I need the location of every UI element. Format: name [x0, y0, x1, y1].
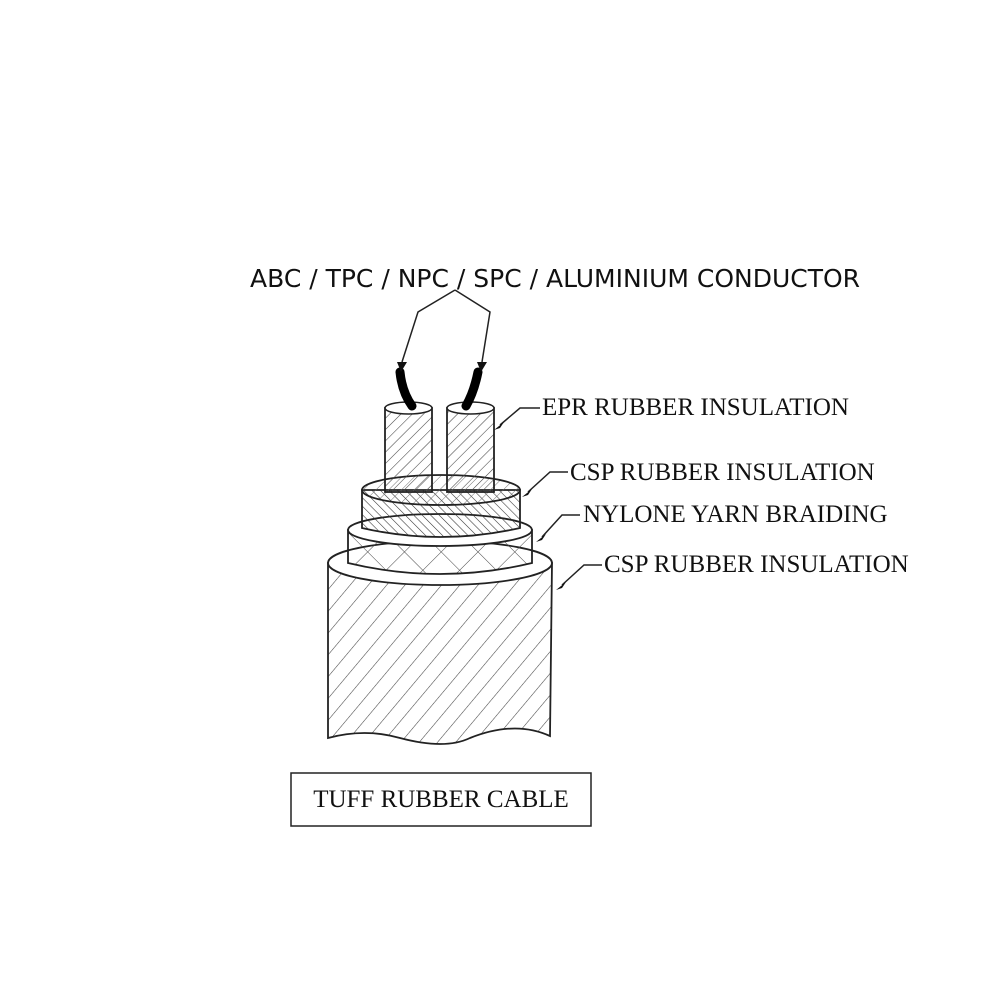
title-box: TUFF RUBBER CABLE — [290, 772, 592, 827]
csp-inner-leader — [522, 471, 568, 497]
label-csp-insulation-inner: CSP RUBBER INSULATION — [570, 459, 875, 486]
braiding-leader — [536, 514, 580, 542]
core-left — [384, 367, 433, 493]
epr-leader — [494, 407, 540, 430]
conductor-leader — [397, 289, 491, 372]
label-epr-insulation: EPR RUBBER INSULATION — [542, 394, 849, 421]
label-csp-insulation-outer: CSP RUBBER INSULATION — [604, 551, 909, 578]
csp-outer-leader — [556, 564, 602, 590]
title-text: TUFF RUBBER CABLE — [313, 786, 569, 813]
label-nylon-braiding: NYLONE YARN BRAIDING — [583, 501, 888, 528]
core-right — [446, 367, 495, 493]
label-conductor: ABC / TPC / NPC / SPC / ALUMINIUM CONDUC… — [250, 264, 860, 293]
